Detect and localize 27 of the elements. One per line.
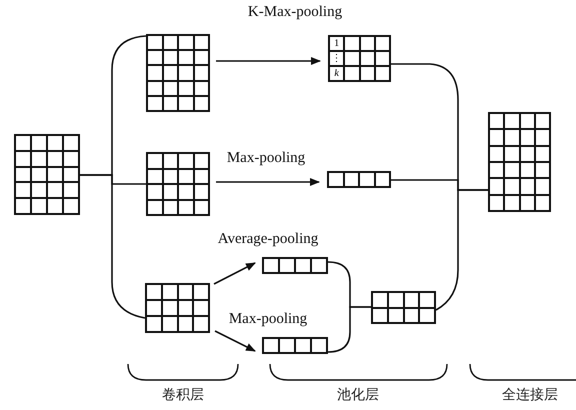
edge-label: Max-pooling	[226, 150, 306, 167]
connector-line	[436, 189, 488, 311]
matrix-grid	[262, 257, 328, 274]
row-index: ⋮	[329, 51, 344, 66]
row-index: 1	[329, 36, 344, 51]
matrix-grid	[328, 35, 391, 82]
matrix-grid	[488, 112, 551, 212]
connector-line	[80, 174, 146, 319]
arrow	[214, 262, 256, 285]
edge-label: Average-pooling	[216, 231, 320, 248]
matrix-grid	[146, 152, 210, 216]
matrix-grid	[327, 171, 391, 188]
connector-line	[328, 306, 371, 353]
matrix-grid	[14, 134, 80, 215]
edge-label: K-Max-pooling	[246, 4, 344, 21]
matrix-grid	[371, 291, 436, 324]
matrix-grid	[262, 337, 328, 354]
matrix-grid	[145, 283, 210, 333]
arrow	[216, 57, 321, 65]
layer-label: 卷积层	[162, 386, 204, 404]
arrow	[214, 330, 256, 352]
layer-label: 全连接层	[502, 386, 558, 404]
edge-label: Max-pooling	[228, 311, 308, 328]
row-index: k	[329, 66, 344, 81]
layer-label: 池化层	[337, 386, 379, 404]
matrix-grid	[146, 34, 210, 112]
arrow	[216, 178, 320, 186]
